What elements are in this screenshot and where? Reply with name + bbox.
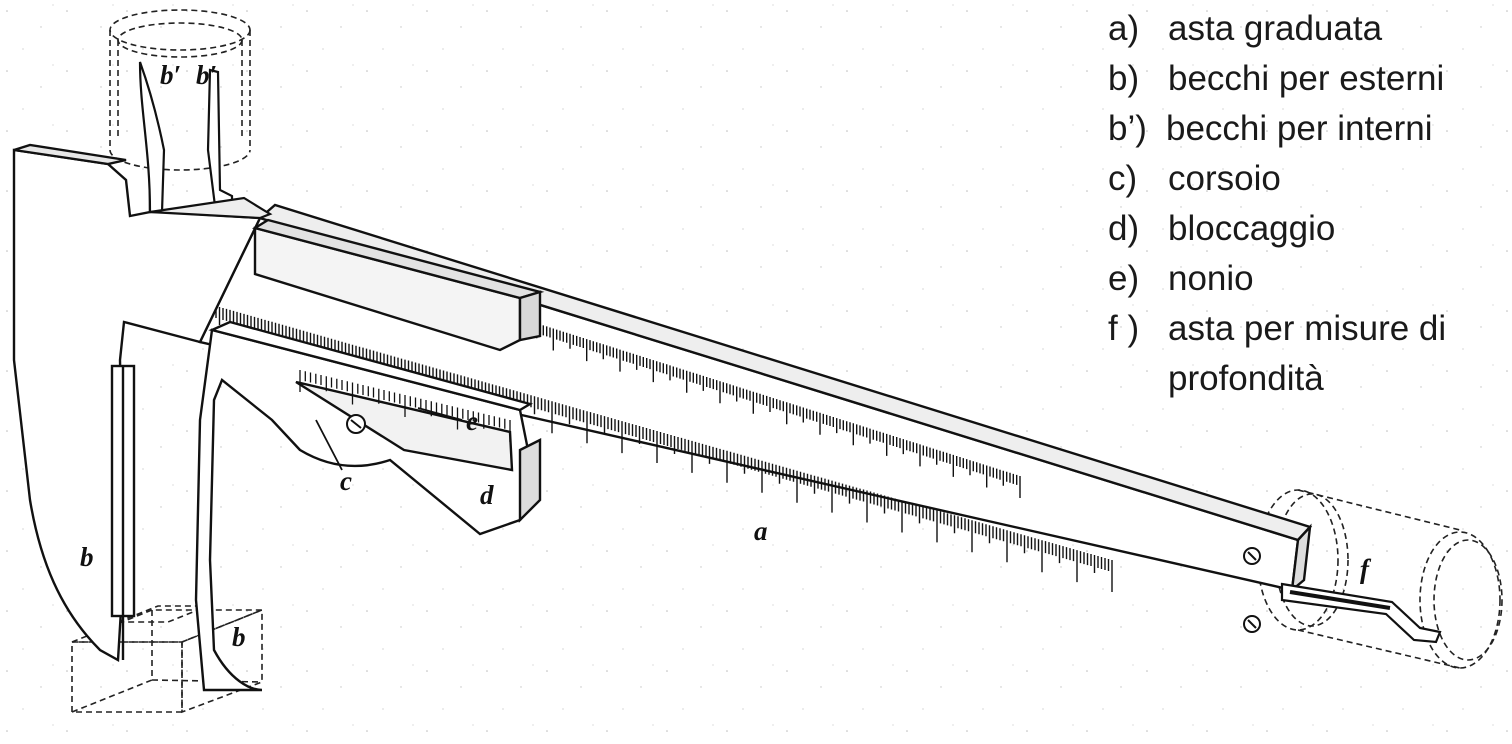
legend-text: bloccaggio <box>1168 209 1336 248</box>
legend-key: d) <box>1108 209 1140 248</box>
label-e: e <box>466 406 478 436</box>
label-c: c <box>340 466 352 496</box>
legend: a) asta graduata b) becchi per esterni b… <box>1108 4 1512 404</box>
legend-item-c: c) corsoio <box>1108 154 1512 204</box>
legend-item-a: a) asta graduata <box>1108 4 1512 54</box>
slider <box>194 218 545 692</box>
inner-jaws <box>138 61 273 220</box>
lock-screw <box>346 414 366 434</box>
label-b-left: b <box>80 542 94 572</box>
label-b-prime-1: b′ <box>160 60 181 90</box>
legend-text: corsoio <box>1168 159 1281 198</box>
label-b-prime-2: b′ <box>196 60 217 90</box>
label-b-right: b <box>232 622 246 652</box>
legend-item-f: f ) asta per misure di <box>1108 304 1512 354</box>
legend-key: c) <box>1108 159 1138 198</box>
leader-lines <box>315 407 463 471</box>
vernier-scale <box>299 370 511 442</box>
legend-text: asta per misure di <box>1168 309 1447 348</box>
beam-end-screws <box>1243 547 1261 633</box>
legend-key: a) <box>1108 9 1140 48</box>
legend-text: nonio <box>1168 259 1254 298</box>
legend-key: f ) <box>1108 309 1140 348</box>
label-a: a <box>754 516 768 546</box>
legend-item-b-prime: b’) becchi per interni <box>1108 104 1512 154</box>
legend-text: becchi per esterni <box>1168 59 1445 98</box>
depth-rod <box>1280 582 1442 644</box>
legend-text: becchi per interni <box>1166 109 1433 148</box>
legend-key: b) <box>1108 59 1140 98</box>
part-labels: a b b b′ b′ c d e f <box>80 60 1372 652</box>
legend-key: b’) <box>1108 109 1147 148</box>
legend-item-e: e) nonio <box>1108 254 1512 304</box>
label-d: d <box>480 480 494 510</box>
legend-text: asta graduata <box>1168 9 1383 48</box>
legend-key: e) <box>1108 259 1140 298</box>
legend-item-f-continued: profondità <box>1108 354 1512 404</box>
legend-item-b: b) becchi per esterni <box>1108 54 1512 104</box>
legend-item-d: d) bloccaggio <box>1108 204 1512 254</box>
legend-text: profondità <box>1168 359 1324 398</box>
